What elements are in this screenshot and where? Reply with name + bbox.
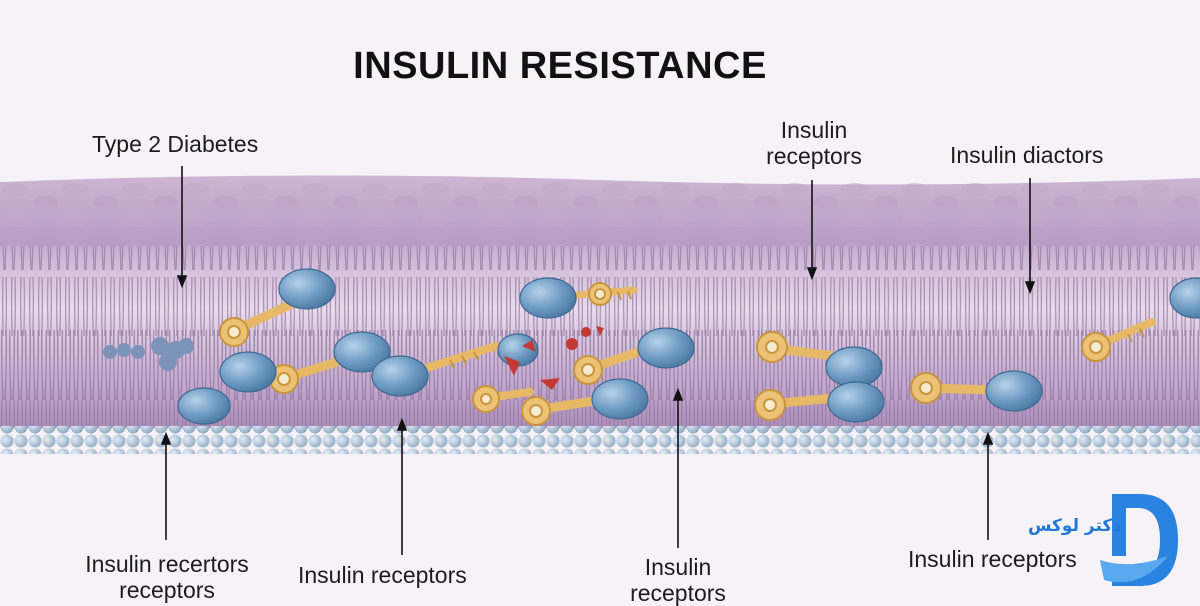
label-insulin-receptors-bottom-left: Insulin receptors xyxy=(298,562,467,588)
outer-cell-layer xyxy=(0,175,1200,248)
logo-icon xyxy=(1100,494,1178,586)
label-line: receptors xyxy=(119,577,215,603)
insulin-key xyxy=(521,395,605,426)
receptor-blob xyxy=(371,355,429,397)
label-insulin-receptors-top: Insulin receptors xyxy=(754,117,874,169)
insulin-receptors xyxy=(177,268,1200,425)
receptor-blob xyxy=(177,387,231,425)
label-insulin-receptors-bottom-right: Insulin receptors xyxy=(908,546,1077,572)
glucose-cluster xyxy=(103,337,194,371)
label-line: receptors xyxy=(630,580,726,606)
label-insulin-receptors-bottom-mid: Insulin receptors xyxy=(618,554,738,606)
receptor-blob xyxy=(278,268,336,310)
page-title: INSULIN RESISTANCE xyxy=(353,45,767,87)
receptor-blob xyxy=(591,378,649,420)
insulin-key xyxy=(1081,318,1156,362)
insulin-key xyxy=(756,331,839,363)
label-line: Insulin xyxy=(780,117,848,143)
insulin-key xyxy=(562,282,638,306)
label-insulin-diactors: Insulin diactors xyxy=(950,142,1104,168)
label-line: Insulin recertors xyxy=(85,551,249,577)
insulin-key xyxy=(910,372,999,404)
label-type2-diabetes: Type 2 Diabetes xyxy=(92,131,259,157)
receptor-blob xyxy=(985,370,1043,412)
receptor-blob xyxy=(219,351,277,393)
insulin-key xyxy=(573,345,649,385)
insulin-key xyxy=(754,389,839,421)
receptor-blob xyxy=(333,331,391,373)
bead-row xyxy=(0,426,1200,454)
label-insulin-recertors: Insulin recertors receptors xyxy=(82,551,252,603)
label-line: receptors xyxy=(766,143,862,169)
receptor-blob xyxy=(1169,277,1200,319)
receptor-blob xyxy=(519,277,577,319)
logo-text: دكتر لوكس xyxy=(1028,516,1122,536)
receptor-blob xyxy=(827,381,885,423)
receptor-blob xyxy=(637,327,695,369)
damage-fragments xyxy=(504,326,604,390)
insulin-key xyxy=(416,342,500,374)
pointer-lines xyxy=(160,166,1036,555)
insulin-key xyxy=(472,385,534,413)
receptor-blob xyxy=(825,346,883,388)
label-line: Insulin xyxy=(644,554,712,580)
